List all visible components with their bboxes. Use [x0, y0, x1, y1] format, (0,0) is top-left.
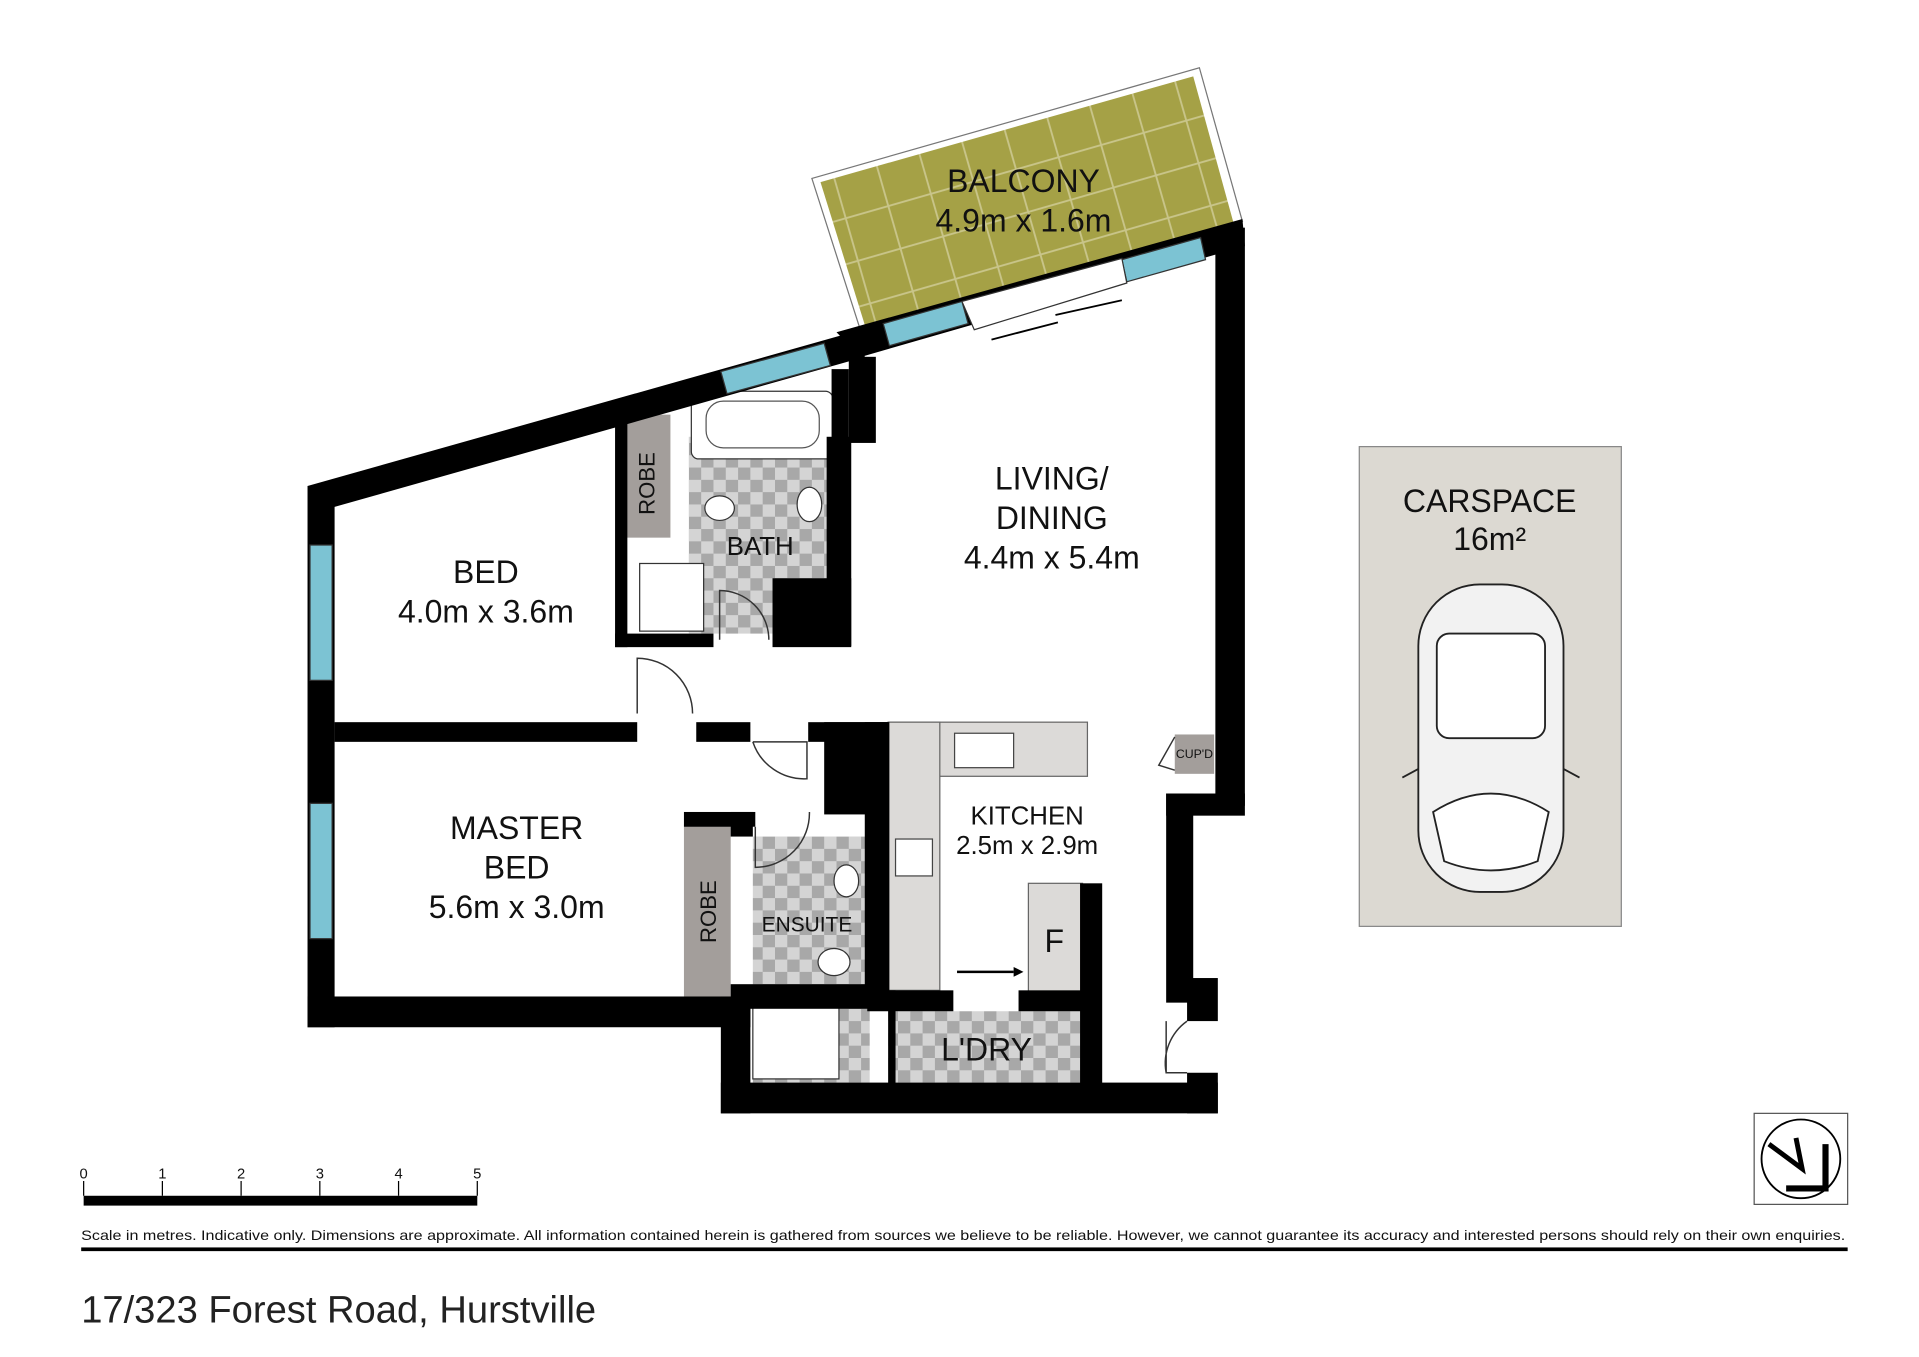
scale-tick: 5 — [473, 1167, 481, 1183]
wet-areas — [639, 390, 1081, 1083]
fridge-label: F — [1044, 923, 1064, 959]
kitchen-benches: F — [887, 721, 1089, 993]
scale-tick: 0 — [80, 1167, 88, 1183]
robe-master — [683, 824, 731, 997]
living-dims: 4.4m x 5.4m — [964, 539, 1140, 575]
robe-bed — [618, 414, 671, 538]
doors — [636, 589, 1188, 1074]
cooktop — [894, 838, 934, 877]
scale-tick: 3 — [316, 1167, 324, 1183]
living-label-2: DINING — [996, 500, 1108, 536]
laundry-floor — [888, 1011, 1081, 1083]
car-icon — [1401, 583, 1580, 893]
sliding-door — [961, 257, 1128, 341]
windows — [309, 236, 1207, 940]
scale-tick: 4 — [394, 1167, 402, 1183]
bath-label: BATH — [727, 533, 794, 561]
scale-tick: 2 — [237, 1167, 245, 1183]
bath-basin — [796, 486, 823, 523]
carspace-area: 16m² — [1453, 521, 1526, 557]
living-label-1: LIVING/ — [995, 461, 1109, 497]
cupboard — [1174, 734, 1215, 774]
master-dims: 5.6m x 3.0m — [429, 889, 605, 925]
scale-tick: 1 — [158, 1167, 166, 1183]
balcony: BALCONY 4.9m x 1.6m — [811, 66, 1244, 333]
carspace-label: CARSPACE — [1403, 483, 1577, 519]
bathtub-basin — [705, 400, 820, 449]
bed-label: BED — [453, 554, 519, 590]
kitchen-label: KITCHEN — [970, 802, 1083, 830]
ensuite-label: ENSUITE — [762, 913, 853, 936]
carspace: CARSPACE 16m² — [1358, 446, 1622, 927]
master-label-1: MASTER — [450, 810, 583, 846]
balcony-dims: 4.9m x 1.6m — [936, 202, 1112, 238]
address-title: 17/323 Forest Road, Hurstville — [81, 1288, 596, 1331]
cupboard-label: CUP'D — [1176, 747, 1213, 761]
walls — [307, 219, 1245, 1114]
robe-master-label: ROBE — [696, 880, 721, 943]
robe-bed-label: ROBE — [634, 452, 659, 515]
ensuite-toilet — [817, 947, 851, 977]
bath-toilet — [704, 495, 736, 522]
disclaimer: Scale in metres. Indicative only. Dimens… — [81, 1227, 1845, 1243]
laundry-label: L'DRY — [941, 1031, 1032, 1067]
scale-bar: 0 1 2 3 4 5 — [80, 1167, 481, 1206]
sink — [953, 732, 1015, 769]
ensuite-basin — [833, 864, 860, 898]
balcony-label: BALCONY — [947, 163, 1100, 199]
bed-dims: 4.0m x 3.6m — [398, 594, 574, 630]
fridge-space — [1027, 882, 1084, 993]
north-compass-icon — [1753, 1112, 1849, 1205]
divider — [81, 1247, 1848, 1252]
bath-shower — [639, 562, 705, 632]
master-label-2: BED — [484, 849, 550, 885]
kitchen-dims: 2.5m x 2.9m — [956, 832, 1098, 860]
ensuite-shower — [752, 1002, 840, 1080]
